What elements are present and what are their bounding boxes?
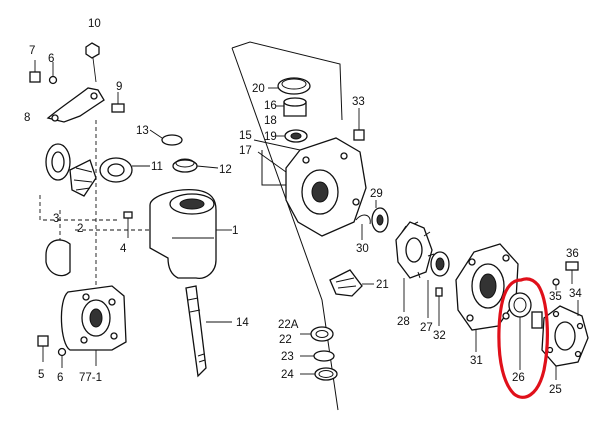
label-10: 10 [88,18,101,30]
label-11: 11 [151,161,163,173]
ring-24 [300,367,338,381]
washer-6-bottom [57,347,67,368]
label-16: 16 [264,100,277,112]
oil-seal-26 [508,292,532,370]
label-28: 28 [397,316,410,328]
highlight-circle [497,277,549,399]
label-17: 17 [239,145,252,157]
label-9: 9 [116,81,122,93]
label-32: 32 [433,330,446,342]
bearing-19 [276,129,308,143]
washer-13 [149,129,183,146]
washer-6-top [48,62,58,85]
snap-ring-30 [355,214,371,240]
lower-cover-housing [45,239,127,351]
label-3: 3 [53,213,59,225]
bolt-9 [111,92,125,113]
label-18: 18 [264,115,277,127]
label-27: 27 [420,322,433,334]
bushing-12 [172,158,219,173]
bearing-27 [427,251,450,318]
label-8: 8 [24,112,30,124]
label-26: 26 [512,372,525,384]
label-31: 31 [470,355,483,367]
differential-case [285,137,367,237]
dashed-guides-left [39,120,150,290]
ring-gear-11 [99,157,150,183]
label-22: 22 [279,334,292,346]
label-20: 20 [252,83,265,95]
bolt-7 [29,60,41,83]
seal-22a [300,326,334,342]
label-22a: 22A [278,319,299,331]
label-33: 33 [352,96,365,108]
pinion-21 [329,269,374,297]
label-36: 36 [566,248,579,260]
ring-gear-28 [395,221,435,312]
label-1: 1 [232,225,238,237]
label-30: 30 [356,243,369,255]
label-34: 34 [569,288,582,300]
pin-32 [435,287,443,326]
label-2: 2 [77,223,83,235]
label-23: 23 [281,351,294,363]
label-24: 24 [281,369,294,381]
bolt-10 [85,42,100,83]
bolt-33 [353,108,365,141]
pinion-gear-2 [69,159,97,197]
bearing-29 [371,200,389,233]
label-7: 7 [29,45,35,57]
flange-plate-25 [541,305,589,380]
label-5: 5 [38,369,44,381]
label-29: 29 [370,188,383,200]
main-housing-1 [149,189,232,279]
label-12: 12 [219,164,232,176]
ring-20 [268,77,311,95]
label-25: 25 [549,384,562,396]
label-77-1: 77-1 [79,372,102,384]
label-21: 21 [376,279,389,291]
mounting-bracket [46,87,105,123]
bushing-16 [276,97,307,117]
label-4: 4 [120,243,127,255]
label-35: 35 [549,291,562,303]
bearing-3 [45,143,71,181]
stud-bolt [531,311,543,329]
washer-23 [300,350,335,362]
label-14: 14 [236,317,249,329]
bolt-5 [37,335,49,362]
bolt-36 [565,261,579,284]
label-13: 13 [136,125,149,137]
pin-4 [123,211,133,238]
washer-35 [552,278,560,290]
label-15: 15 [239,130,252,142]
label-6-bottom: 6 [57,372,63,384]
shaft-14 [185,285,232,378]
label-6-top: 6 [48,53,54,65]
label-19: 19 [264,131,277,143]
side-cover-31 [455,243,519,352]
